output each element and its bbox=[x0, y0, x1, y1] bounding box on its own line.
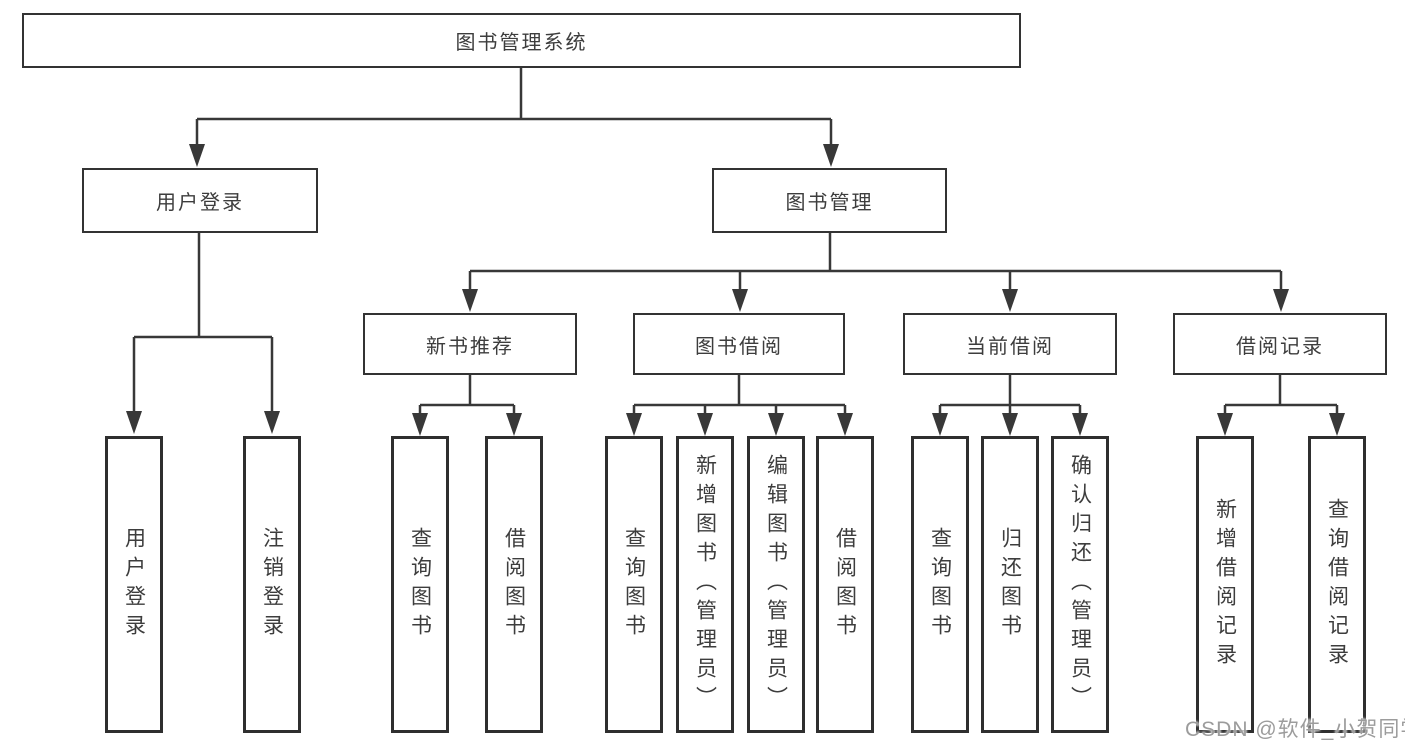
leaf-label: 确认归还（管理员） bbox=[1068, 454, 1092, 715]
leaf-label: 查询借阅记录 bbox=[1325, 497, 1349, 672]
leaf-query-books-borrowing: 查询图书 bbox=[605, 436, 663, 733]
leaf-label: 查询图书 bbox=[408, 526, 432, 643]
node-current-borrowing: 当前借阅 bbox=[903, 313, 1117, 375]
leaf-label: 新增图书（管理员） bbox=[693, 454, 717, 715]
leaf-label: 查询图书 bbox=[622, 526, 646, 643]
leaf-logout-login: 注销登录 bbox=[243, 436, 301, 733]
leaf-add-borrow-record: 新增借阅记录 bbox=[1196, 436, 1254, 733]
leaf-user-login: 用户登录 bbox=[105, 436, 163, 733]
leaf-label: 归还图书 bbox=[998, 526, 1022, 643]
leaf-add-books-admin: 新增图书（管理员） bbox=[676, 436, 734, 733]
leaf-query-books-recommend: 查询图书 bbox=[391, 436, 449, 733]
leaf-query-books-current: 查询图书 bbox=[911, 436, 969, 733]
node-root: 图书管理系统 bbox=[22, 13, 1021, 68]
leaf-edit-books-admin: 编辑图书（管理员） bbox=[747, 436, 805, 733]
leaf-label: 借阅图书 bbox=[833, 526, 857, 643]
watermark: CSDN @软件_小贺同学 bbox=[1185, 718, 1405, 741]
leaf-confirm-return-admin: 确认归还（管理员） bbox=[1051, 436, 1109, 733]
leaf-label: 用户登录 bbox=[122, 526, 146, 643]
leaf-label: 查询图书 bbox=[928, 526, 952, 643]
node-book-borrowing: 图书借阅 bbox=[633, 313, 845, 375]
leaf-label: 编辑图书（管理员） bbox=[764, 454, 788, 715]
node-user-login: 用户登录 bbox=[82, 168, 318, 233]
leaf-label: 新增借阅记录 bbox=[1213, 497, 1237, 672]
node-borrow-records: 借阅记录 bbox=[1173, 313, 1387, 375]
node-new-book-recommend: 新书推荐 bbox=[363, 313, 577, 375]
leaf-borrow-books-borrowing: 借阅图书 bbox=[816, 436, 874, 733]
node-book-management: 图书管理 bbox=[712, 168, 947, 233]
leaf-label: 借阅图书 bbox=[502, 526, 526, 643]
leaf-query-borrow-record: 查询借阅记录 bbox=[1308, 436, 1366, 733]
leaf-borrow-books-recommend: 借阅图书 bbox=[485, 436, 543, 733]
leaf-return-books: 归还图书 bbox=[981, 436, 1039, 733]
leaf-label: 注销登录 bbox=[260, 526, 284, 643]
